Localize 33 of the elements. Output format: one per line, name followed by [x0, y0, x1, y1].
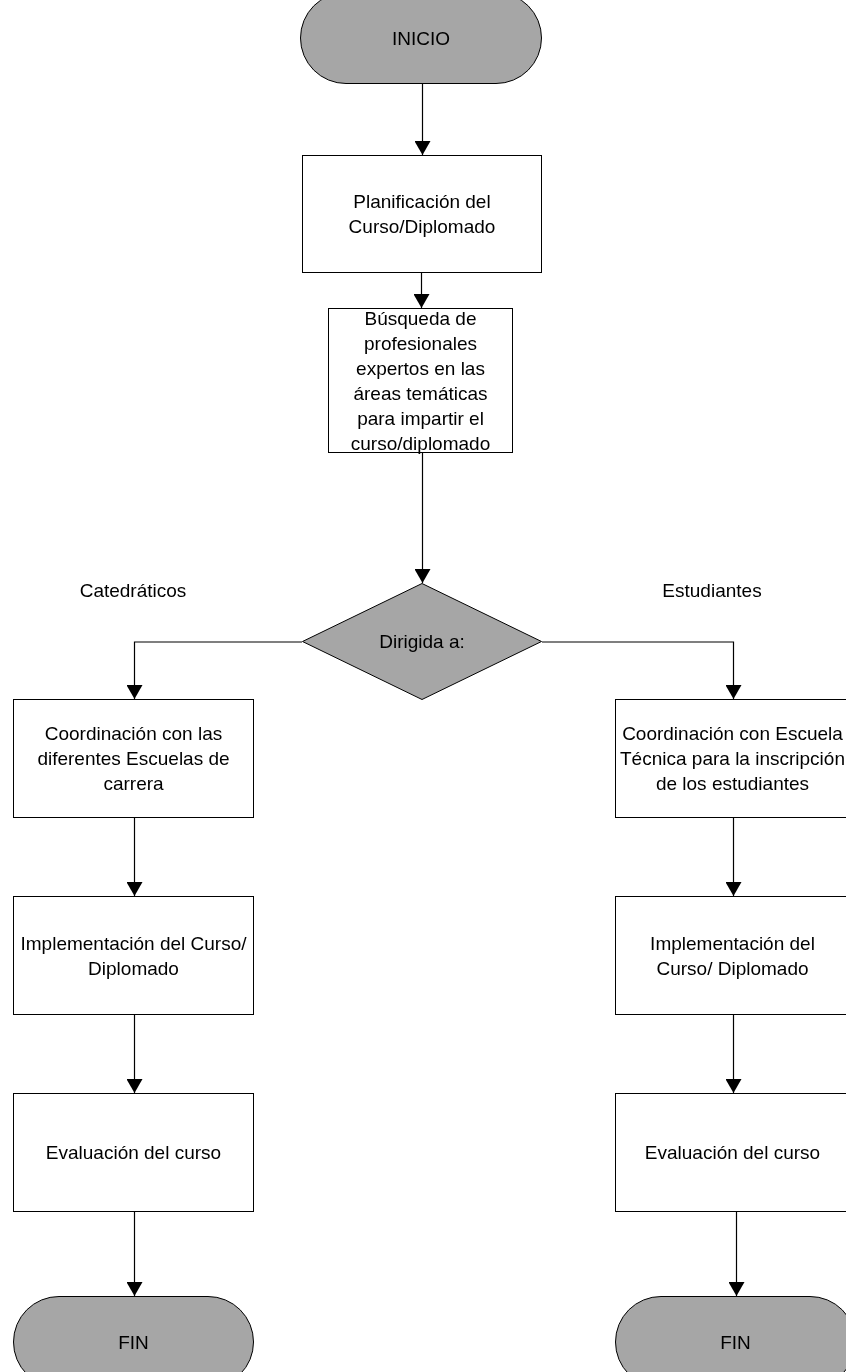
process-box [615, 699, 846, 818]
step-label: Búsqueda de profesionales expertos en las áreas temáticas para impartir el curso/diplomado [349, 306, 492, 456]
process-box [13, 1093, 254, 1212]
process-box [13, 699, 254, 818]
process-box [615, 896, 846, 1015]
arrow [126, 1211, 143, 1297]
step-label: Evaluación del curso [644, 1141, 821, 1165]
arrow [126, 641, 303, 700]
terminal-label: FIN [118, 1330, 149, 1355]
arrow [414, 83, 431, 156]
terminal-label: FIN [720, 1330, 751, 1355]
process-box [615, 1093, 846, 1212]
terminal-pill [615, 1296, 846, 1372]
step-label: Implementación del Curso/ Diplomado [19, 931, 248, 981]
arrow [728, 1211, 745, 1297]
arrow [414, 452, 431, 584]
decision-diamond [302, 583, 542, 700]
arrow [126, 1014, 143, 1094]
decision-label: Dirigida a: [379, 630, 465, 654]
step-label: Coordinación con Escuela Técnica para la inscripción de los estudiantes [620, 722, 845, 796]
process-box [302, 155, 542, 273]
arrow [541, 641, 742, 700]
process-box [328, 308, 513, 453]
arrow [725, 1014, 742, 1094]
arrow [725, 817, 742, 897]
process-box [13, 896, 254, 1015]
step-label: Implementación del Curso/ Diplomado [649, 931, 816, 981]
step-label: Evaluación del curso [45, 1141, 222, 1165]
step-label: Coordinación con las diferentes Escuelas de carrera [36, 722, 231, 796]
arrow [126, 817, 143, 897]
arrow [413, 272, 430, 309]
terminal-label: INICIO [391, 26, 451, 51]
step-label: Planificación del Curso/Diplomado [347, 190, 497, 239]
